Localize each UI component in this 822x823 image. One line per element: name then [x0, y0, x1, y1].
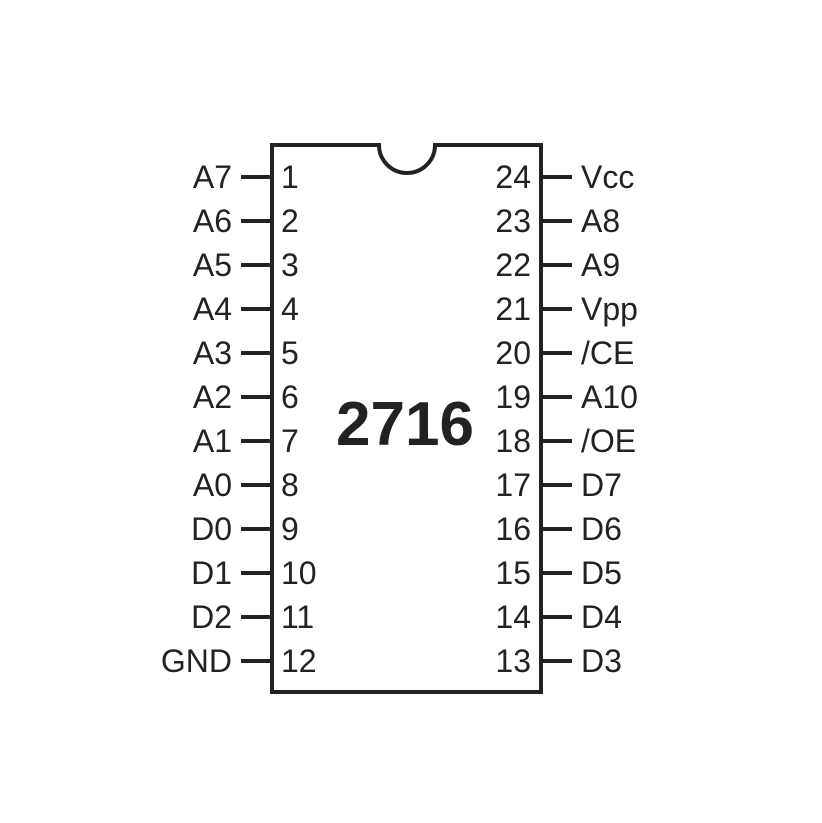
pin-label: Vpp [581, 291, 638, 327]
pin-17: 17 D7 [495, 467, 622, 503]
pin-label: D5 [581, 555, 622, 591]
pin-1: 1 A7 [193, 159, 299, 195]
pin-number: 3 [281, 247, 299, 283]
pin-3: 3 A5 [193, 247, 299, 283]
pin-label: D3 [581, 643, 622, 679]
pin-label: /CE [581, 335, 634, 371]
pin-number: 18 [495, 423, 531, 459]
chip-name: 2716 [336, 390, 474, 459]
pin-6: 6 A2 [193, 379, 299, 415]
pin-label: D1 [191, 555, 232, 591]
pin-number: 8 [281, 467, 299, 503]
pin-23: 23 A8 [495, 203, 620, 239]
pin-label: D0 [191, 511, 232, 547]
pin-label: A6 [193, 203, 232, 239]
pin-20: 20/CE [495, 335, 634, 371]
pin-label: GND [161, 643, 232, 679]
pin-12: 12 GND [161, 643, 317, 679]
pin-number: 14 [495, 599, 531, 635]
pin-15: 15 D5 [495, 555, 622, 591]
pin-label: D2 [191, 599, 232, 635]
pin-label: A1 [193, 423, 232, 459]
pin-19: 19 A10 [495, 379, 638, 415]
pin-21: 21 Vpp [495, 291, 638, 327]
pin-label: A7 [193, 159, 232, 195]
chip-body: 2716 [270, 143, 543, 694]
pin-label: A5 [193, 247, 232, 283]
pin-number: 17 [495, 467, 531, 503]
chip-outline [270, 143, 543, 694]
pin-14: 14 D4 [495, 599, 622, 635]
pin-10: 10 D1 [191, 555, 317, 591]
pin-number: 7 [281, 423, 299, 459]
left-pin-column: 1 A7 2 A6 3 A5 4 A4 5 A3 6 A2 7 A1 8 A0 9 D0 10 D1 11 D2 12 GND [161, 159, 317, 679]
pin-number: 11 [281, 599, 314, 635]
pin-number: 23 [495, 203, 531, 239]
pin-label: A0 [193, 467, 232, 503]
pin-7: 7 A1 [193, 423, 299, 459]
pin-11: 11 D2 [191, 599, 314, 635]
pin-4: 4 A4 [193, 291, 299, 327]
pin-number: 16 [495, 511, 531, 547]
pin-18: 18/OE [495, 423, 636, 459]
pin-number: 20 [495, 335, 531, 371]
pin-number: 24 [495, 159, 531, 195]
pin-number: 5 [281, 335, 299, 371]
pin-number: 21 [495, 291, 531, 327]
pin-9: 9 D0 [191, 511, 299, 547]
pin-label: D4 [581, 599, 622, 635]
pin-number: 1 [281, 159, 299, 195]
pin-number: 15 [495, 555, 531, 591]
pin-label: D7 [581, 467, 622, 503]
pin-number: 13 [495, 643, 531, 679]
pin-label: A10 [581, 379, 638, 415]
pin-label: A8 [581, 203, 620, 239]
pin-number: 2 [281, 203, 299, 239]
pin-22: 22 A9 [495, 247, 620, 283]
pin-number: 4 [281, 291, 299, 327]
pin-label: A3 [193, 335, 232, 371]
pin-label: D6 [581, 511, 622, 547]
pin-number: 9 [281, 511, 299, 547]
pin-number: 22 [495, 247, 531, 283]
pin-13: 13 D3 [495, 643, 622, 679]
pin-number: 10 [281, 555, 317, 591]
pin-number: 6 [281, 379, 299, 415]
pin-label: Vcc [581, 159, 634, 195]
pin-label: A2 [193, 379, 232, 415]
pin-label: /OE [581, 423, 636, 459]
pin-24: 24 Vcc [495, 159, 634, 195]
pin-5: 5 A3 [193, 335, 299, 371]
pin-16: 16 D6 [495, 511, 622, 547]
pin-label: A4 [193, 291, 232, 327]
pin-number: 19 [495, 379, 531, 415]
pin-label: A9 [581, 247, 620, 283]
pin-8: 8 A0 [193, 467, 299, 503]
pin-number: 12 [281, 643, 317, 679]
pin-2: 2 A6 [193, 203, 299, 239]
